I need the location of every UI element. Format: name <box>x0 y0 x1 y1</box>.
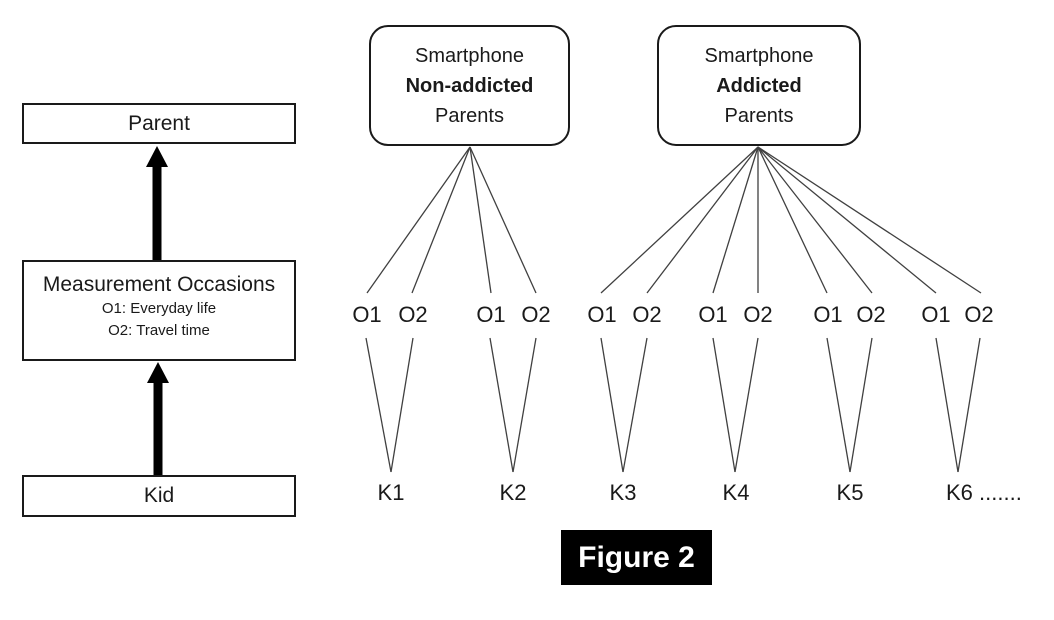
measurement-box-o1-line: O1: Everyday life <box>101 300 217 317</box>
occasion-label-k5-o2: O2 <box>856 302 886 327</box>
occasion-label-k4-o2: O2 <box>743 302 773 327</box>
kid-box: Kid <box>22 475 296 517</box>
non-addicted-box-line2: Non-addicted <box>405 74 534 97</box>
addicted-box-line3: Parents <box>724 104 794 127</box>
fan-lines-non-addicted <box>366 146 537 294</box>
occasion-label-k1-o2: O2 <box>398 302 428 327</box>
fan-lines-addicted <box>600 146 982 294</box>
smartphone-addicted-parents-box: Smartphone Addicted Parents <box>657 25 861 146</box>
kid-label-k6: K6 ....... <box>946 480 1022 505</box>
arrow-measurement-to-parent-icon <box>146 146 168 260</box>
occasion-label-k3-o2: O2 <box>632 302 662 327</box>
v-lines-occasions-to-kids <box>365 337 981 473</box>
occasion-label-k6-o2: O2 <box>964 302 994 327</box>
arrow-kid-to-measurement-icon <box>147 362 169 475</box>
parent-box: Parent <box>22 103 296 144</box>
occasion-label-k5-o1: O1 <box>813 302 843 327</box>
occasion-label-k3-o1: O1 <box>587 302 617 327</box>
kid-label-k2: K2 <box>499 480 527 505</box>
measurement-box-o2-line: O2: Travel time <box>108 322 210 339</box>
addicted-box-line1: Smartphone <box>704 44 814 67</box>
kid-label-k5: K5 <box>836 480 864 505</box>
figure-caption: Figure 2 <box>561 530 712 585</box>
smartphone-non-addicted-parents-box: Smartphone Non-addicted Parents <box>369 25 570 146</box>
occasion-label-k6-o1: O1 <box>921 302 951 327</box>
non-addicted-box-line1: Smartphone <box>415 44 524 67</box>
non-addicted-box-line3: Parents <box>435 104 504 127</box>
parent-box-label: Parent <box>128 111 190 135</box>
measurement-occasions-box: Measurement Occasions O1: Everyday life … <box>22 260 296 361</box>
kid-label-k4: K4 <box>722 480 750 505</box>
occasion-label-k2-o2: O2 <box>521 302 551 327</box>
occasion-label-k2-o1: O1 <box>476 302 506 327</box>
addicted-box-line2: Addicted <box>716 74 802 97</box>
measurement-box-title: Measurement Occasions <box>42 273 276 296</box>
kid-label-k1: K1 <box>377 480 405 505</box>
occasion-label-k4-o1: O1 <box>698 302 728 327</box>
kid-label-k3: K3 <box>609 480 637 505</box>
occasion-label-k1-o1: O1 <box>352 302 382 327</box>
kid-box-label: Kid <box>143 484 175 507</box>
figure-caption-text: Figure 2 <box>578 540 695 574</box>
